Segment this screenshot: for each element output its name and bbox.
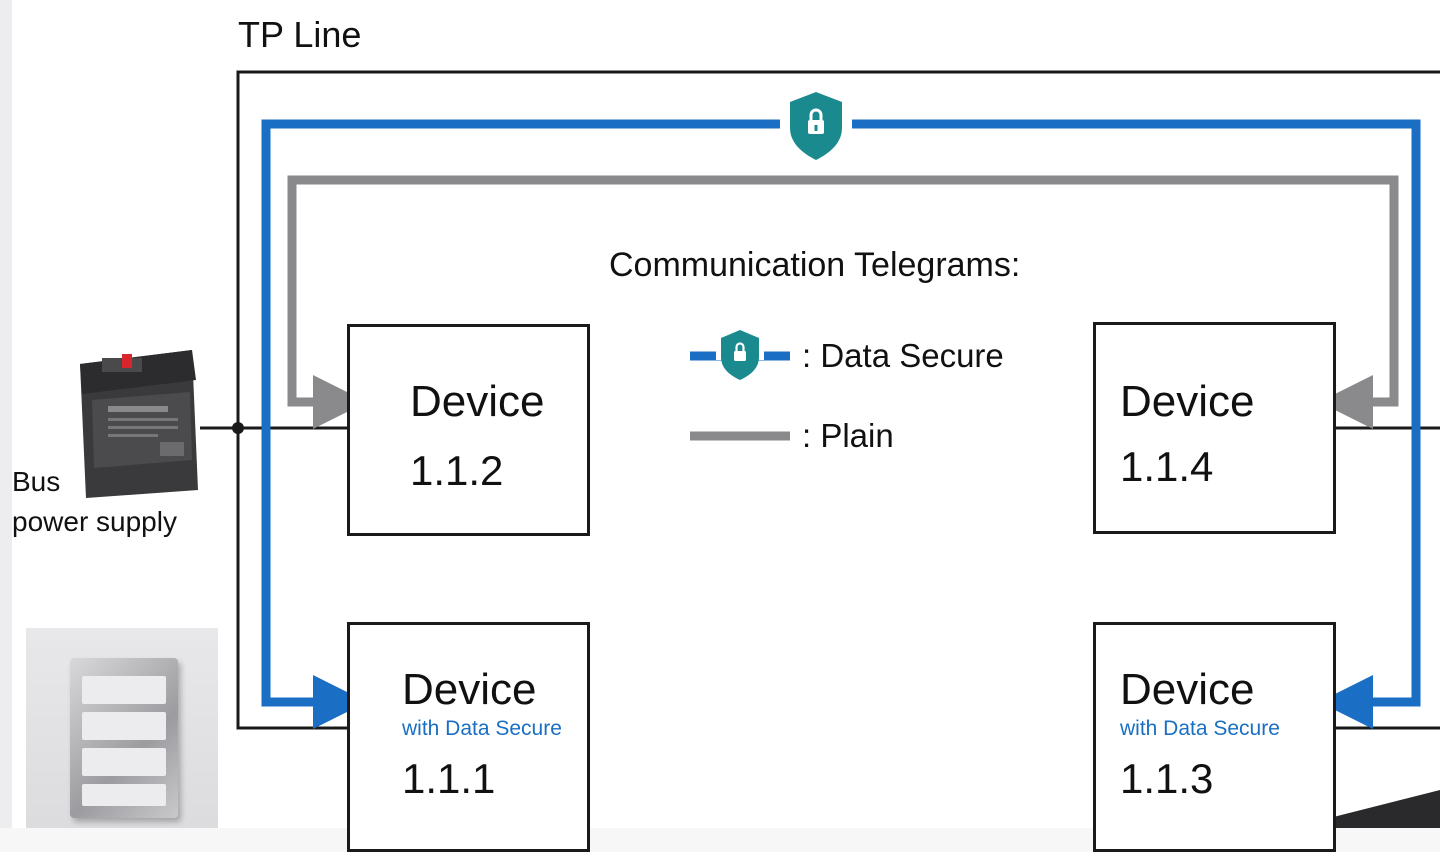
device-box: Device with Data Secure 1.1.3 xyxy=(1093,622,1336,852)
switch-rocker xyxy=(82,784,166,806)
device-subtitle: with Data Secure xyxy=(1120,717,1280,740)
power-supply-icon xyxy=(80,350,198,498)
wall-switch-icon xyxy=(70,658,178,818)
device-title: Device xyxy=(1120,665,1255,714)
device-address: 1.1.3 xyxy=(1120,755,1214,802)
wall-switch-photo xyxy=(26,628,218,828)
switch-rocker xyxy=(82,712,166,740)
switch-rocker xyxy=(82,676,166,704)
device-box: Device 1.1.2 xyxy=(347,324,590,536)
knx-data-secure-diagram: TP Line Communication Telegrams: : Data … xyxy=(12,0,1440,852)
tp-line xyxy=(236,70,1440,730)
legend-plain-label: : Plain xyxy=(802,417,894,454)
switch-rocker xyxy=(82,748,166,776)
plain-telegram-line xyxy=(287,175,1399,407)
device-subtitle: with Data Secure xyxy=(402,717,562,740)
device-title: Device xyxy=(402,665,537,714)
power-supply-label-line2: power supply xyxy=(12,506,177,537)
device-address: 1.1.4 xyxy=(1120,443,1214,490)
device-address: 1.1.2 xyxy=(410,447,504,494)
legend-secure-label: : Data Secure xyxy=(802,337,1004,374)
legend-title: Communication Telegrams: xyxy=(609,246,1021,284)
power-supply-label-line1: Bus xyxy=(12,466,61,497)
tp-line-label: TP Line xyxy=(238,14,362,55)
bus-junction xyxy=(232,422,244,434)
device-box: Device 1.1.4 xyxy=(1093,322,1336,534)
shield-lock-icon xyxy=(780,92,852,160)
device-box: Device with Data Secure 1.1.1 xyxy=(347,622,590,852)
legend-secure-sample xyxy=(690,330,790,380)
device-title: Device xyxy=(410,377,545,426)
device-title: Device xyxy=(1120,377,1255,426)
device-address: 1.1.1 xyxy=(402,755,496,802)
